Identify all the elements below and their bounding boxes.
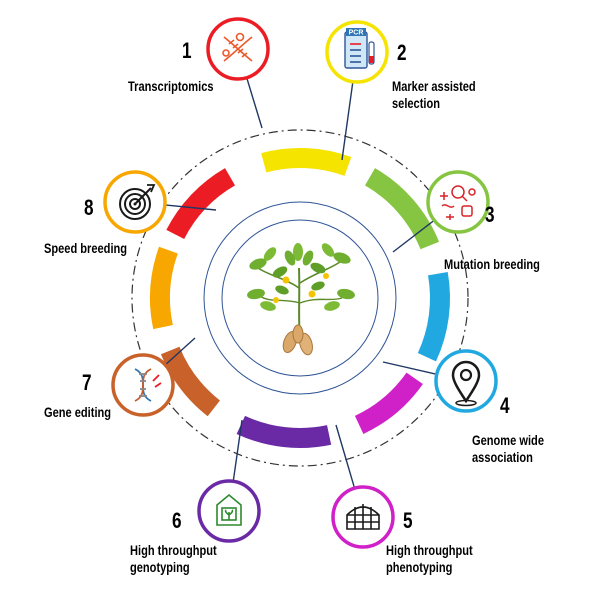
node-circle-8 (103, 170, 167, 234)
connector-3 (392, 219, 435, 253)
transcriptomics-icon (222, 32, 253, 62)
pcr-clipboard-icon: PCR (344, 28, 375, 69)
step-number-2: 2 (397, 40, 407, 65)
connector-4 (382, 361, 437, 375)
connector-1 (246, 77, 263, 129)
segment-3 (365, 168, 440, 250)
mutation-breeding-icon (440, 185, 476, 220)
method-label-line: Mutation breeding (444, 257, 540, 272)
connector-6 (232, 419, 243, 482)
connector-8 (164, 204, 217, 211)
step-number-3: 3 (485, 202, 495, 227)
segment-5 (354, 372, 423, 434)
connector-7 (164, 337, 196, 366)
method-label-line: High throughput (130, 543, 217, 558)
method-label-line: phenotyping (386, 560, 453, 575)
step-number-1: 1 (182, 38, 192, 63)
inner-ring (221, 219, 379, 377)
segment-1 (166, 168, 235, 239)
method-label-line: Transcriptomics (128, 79, 214, 94)
greenhouse-icon (346, 504, 380, 530)
segment-8 (150, 246, 178, 330)
method-label-7: Gene editing (44, 404, 111, 421)
method-label-line: genotyping (130, 560, 190, 575)
method-label-line: High throughput (386, 543, 473, 558)
node-circle-3 (426, 170, 490, 234)
connector-lines (164, 77, 437, 489)
step-number-8: 8 (84, 195, 94, 220)
method-label-8: Speed breeding (44, 240, 127, 257)
connector-5 (335, 424, 356, 489)
step-number-5: 5 (403, 508, 413, 533)
method-label-line: association (472, 450, 533, 465)
growth-chamber-icon (216, 493, 242, 526)
middle-ring (203, 201, 397, 395)
pcr-label: PCR (349, 30, 364, 37)
method-label-line: Gene editing (44, 405, 112, 420)
dna-editing-icon (134, 368, 162, 402)
method-label-3: Mutation breeding (444, 256, 540, 273)
peanut-plant-icon (247, 243, 355, 356)
node-circle-6 (197, 479, 261, 543)
method-label-4: Genome wide association (472, 432, 544, 466)
color-segments (150, 148, 450, 448)
method-label-1: Transcriptomics (128, 78, 214, 95)
step-number-4: 4 (500, 393, 510, 418)
method-label-2: Marker assisted selection (392, 78, 476, 112)
method-label-line: Speed breeding (44, 241, 128, 256)
method-icons: PCR (119, 28, 481, 530)
method-label-5: High throughput phenotyping (386, 542, 473, 576)
segment-4 (417, 271, 450, 362)
step-number-6: 6 (172, 508, 182, 533)
method-label-line: Marker assisted (392, 79, 476, 94)
location-pin-icon (451, 360, 481, 407)
segment-6 (236, 415, 332, 448)
segment-7 (160, 346, 220, 417)
segment-2 (261, 148, 352, 176)
method-label-6: High throughput genotyping (130, 542, 217, 576)
target-arrow-icon (119, 184, 156, 220)
connector-2 (341, 81, 354, 161)
method-label-line: selection (392, 96, 440, 111)
step-number-7: 7 (82, 370, 92, 395)
outer-dashed-ring (131, 129, 469, 467)
method-label-line: Genome wide (472, 433, 544, 448)
